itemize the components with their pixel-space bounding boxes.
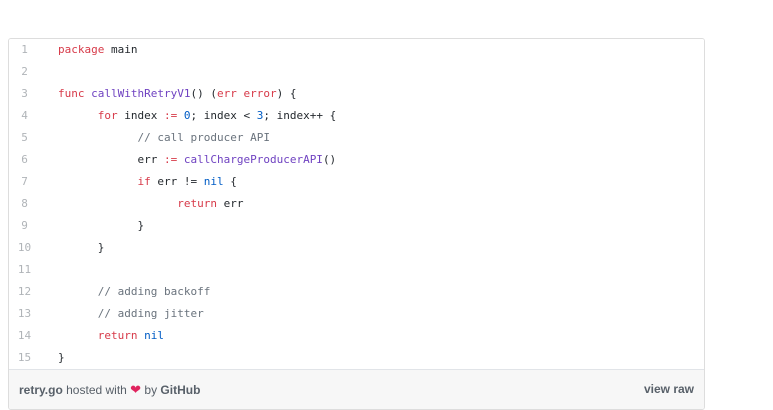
line-number: 9 (21, 219, 28, 232)
line-number: 11 (17, 263, 32, 276)
filename-link[interactable]: retry.go (19, 383, 63, 397)
code-token: nil (144, 329, 164, 342)
code-token (58, 329, 98, 342)
code-token: nil (203, 175, 224, 188)
view-raw-link[interactable]: view raw (643, 382, 694, 396)
code-token: } (58, 351, 65, 364)
line-code: return err (58, 193, 243, 215)
code-token: 0 (183, 109, 191, 122)
code-token: for (97, 109, 118, 122)
line-number: 1 (21, 43, 28, 56)
code-line: 15} (9, 347, 704, 369)
line-number: 12 (17, 285, 32, 298)
code-token (58, 197, 177, 210)
line-code: } (58, 347, 65, 369)
code-token: // adding jitter (97, 307, 204, 320)
line-number: 2 (21, 65, 28, 78)
code-token: main (104, 43, 138, 56)
code-line: 4 for index := 0; index < 3; index++ { (9, 105, 704, 127)
code-token: return (97, 329, 138, 342)
line-code: } (58, 237, 105, 259)
line-code: err := callChargeProducerAPI() (58, 149, 336, 171)
code-token: package (58, 43, 105, 56)
code-token (58, 153, 137, 166)
line-code: // call producer API (58, 127, 270, 149)
code-token: () (322, 153, 337, 166)
code-token: callWithRetryV1 (91, 87, 191, 100)
github-link[interactable]: GitHub (160, 383, 201, 397)
code-token (58, 109, 98, 122)
code-line: 11 (9, 259, 704, 281)
code-line: 9 } (9, 215, 704, 237)
code-token: error (243, 87, 277, 100)
code-line: 7 if err != nil { (9, 171, 704, 193)
code-token (177, 109, 184, 122)
code-token (177, 153, 184, 166)
code-line: 6 err := callChargeProducerAPI() (9, 149, 704, 171)
code-token (58, 131, 137, 144)
code-token: // adding backoff (97, 285, 211, 298)
hosted-with-text: hosted with (62, 383, 131, 397)
line-number: 3 (21, 87, 28, 100)
line-code: func callWithRetryV1() (err error) { (58, 83, 296, 105)
code-token: () ( (190, 87, 217, 100)
line-number: 15 (17, 351, 32, 364)
code-line: 14 return nil (9, 325, 704, 347)
code-token (58, 175, 137, 188)
code-token: } (137, 219, 145, 232)
line-code: package main (58, 39, 137, 61)
code-token (58, 307, 98, 320)
heart-icon: ❤ (130, 382, 142, 397)
code-token: 3 (256, 109, 264, 122)
line-number: 4 (21, 109, 28, 122)
line-number: 10 (17, 241, 32, 254)
gist-footer: retry.go hosted with ❤ by GitHub view ra… (9, 369, 704, 409)
by-text: by (141, 383, 161, 397)
code-token: return (177, 197, 217, 210)
line-code: } (58, 215, 144, 237)
line-number: 6 (21, 153, 28, 166)
line-code: if err != nil { (58, 171, 237, 193)
code-line: 8 return err (9, 193, 704, 215)
code-token: ; index++ { (263, 109, 337, 122)
code-token: callChargeProducerAPI (183, 153, 323, 166)
code-token: err (216, 197, 244, 210)
code-token (58, 285, 98, 298)
line-code: // adding jitter (58, 303, 204, 325)
code-line: 1 package main (9, 39, 704, 61)
line-number: 5 (21, 131, 28, 144)
code-token: := (163, 153, 178, 166)
code-token: := (163, 109, 178, 122)
code-token: err != (150, 175, 204, 188)
code-token: err (137, 153, 164, 166)
gist-footer-left: retry.go hosted with ❤ by GitHub (19, 382, 200, 398)
code-token: err (216, 87, 237, 100)
code-line: 12 // adding backoff (9, 281, 704, 303)
code-token: if (137, 175, 151, 188)
code-token: ) { (276, 87, 297, 100)
line-code: return nil (58, 325, 164, 347)
code-line: 10 } (9, 237, 704, 259)
code-line: 13 // adding jitter (9, 303, 704, 325)
code-line: 5 // call producer API (9, 127, 704, 149)
code-token: index (117, 109, 164, 122)
line-code: for index := 0; index < 3; index++ { (58, 105, 336, 127)
code-line: 3 func callWithRetryV1() (err error) { (9, 83, 704, 105)
code-token (58, 241, 98, 254)
code-token: } (97, 241, 105, 254)
code-token: ; index < (190, 109, 257, 122)
line-number: 8 (21, 197, 28, 210)
code-token: // call producer API (137, 131, 270, 144)
line-code: // adding backoff (58, 281, 211, 303)
code-token (58, 219, 137, 232)
code-token: func (58, 87, 92, 100)
line-number: 13 (17, 307, 32, 320)
line-number: 14 (17, 329, 32, 342)
code-token: { (223, 175, 237, 188)
line-number: 7 (21, 175, 28, 188)
code-line: 2 (9, 61, 704, 83)
